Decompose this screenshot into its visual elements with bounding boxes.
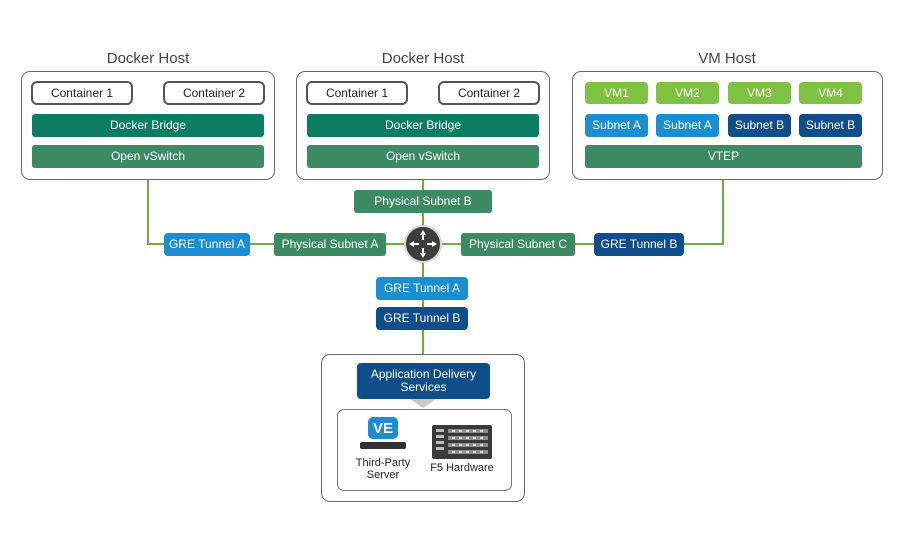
container-box: Container 1	[31, 81, 133, 105]
ve-badge-icon: VE	[368, 417, 398, 439]
gre-tunnel-b: GRE Tunnel B	[594, 233, 684, 256]
gre-tunnel-a: GRE Tunnel A	[376, 277, 468, 300]
host-title: VM Host	[698, 50, 756, 67]
host-title: Docker Host	[106, 50, 190, 67]
container-box: Container 1	[306, 81, 408, 105]
subnet-box: Subnet B	[799, 114, 862, 137]
ads-label: Application Delivery Services	[357, 363, 490, 399]
open-vswitch: Open vSwitch	[32, 145, 264, 168]
router-icon	[404, 225, 442, 263]
container-box: Container 2	[438, 81, 540, 105]
subnet-box: Subnet A	[656, 114, 719, 137]
physical-subnet-b: Physical Subnet B	[354, 190, 492, 213]
subnet-box: Subnet A	[585, 114, 648, 137]
caret-down-icon	[410, 399, 436, 408]
open-vswitch: Open vSwitch	[307, 145, 539, 168]
physical-subnet-a: Physical Subnet A	[274, 233, 386, 256]
gre-tunnel-b: GRE Tunnel B	[376, 307, 468, 330]
container-box: Container 2	[163, 81, 265, 105]
vtep: VTEP	[585, 145, 862, 168]
vm-box: VM2	[656, 82, 719, 104]
gre-tunnel-a: GRE Tunnel A	[164, 233, 250, 256]
host-title: Docker Host	[381, 50, 465, 67]
docker-bridge: Docker Bridge	[32, 114, 264, 137]
vm-box: VM4	[799, 82, 862, 104]
vm-box: VM1	[585, 82, 648, 104]
physical-subnet-c: Physical Subnet C	[461, 233, 575, 256]
subnet-box: Subnet B	[728, 114, 791, 137]
docker-bridge: Docker Bridge	[307, 114, 539, 137]
third-party-label: Third-Party Server	[355, 457, 411, 481]
vm-box: VM3	[728, 82, 791, 104]
f5-hardware-label: F5 Hardware	[430, 462, 494, 474]
server-icon	[360, 442, 406, 449]
f5-hardware-icon	[432, 425, 492, 459]
